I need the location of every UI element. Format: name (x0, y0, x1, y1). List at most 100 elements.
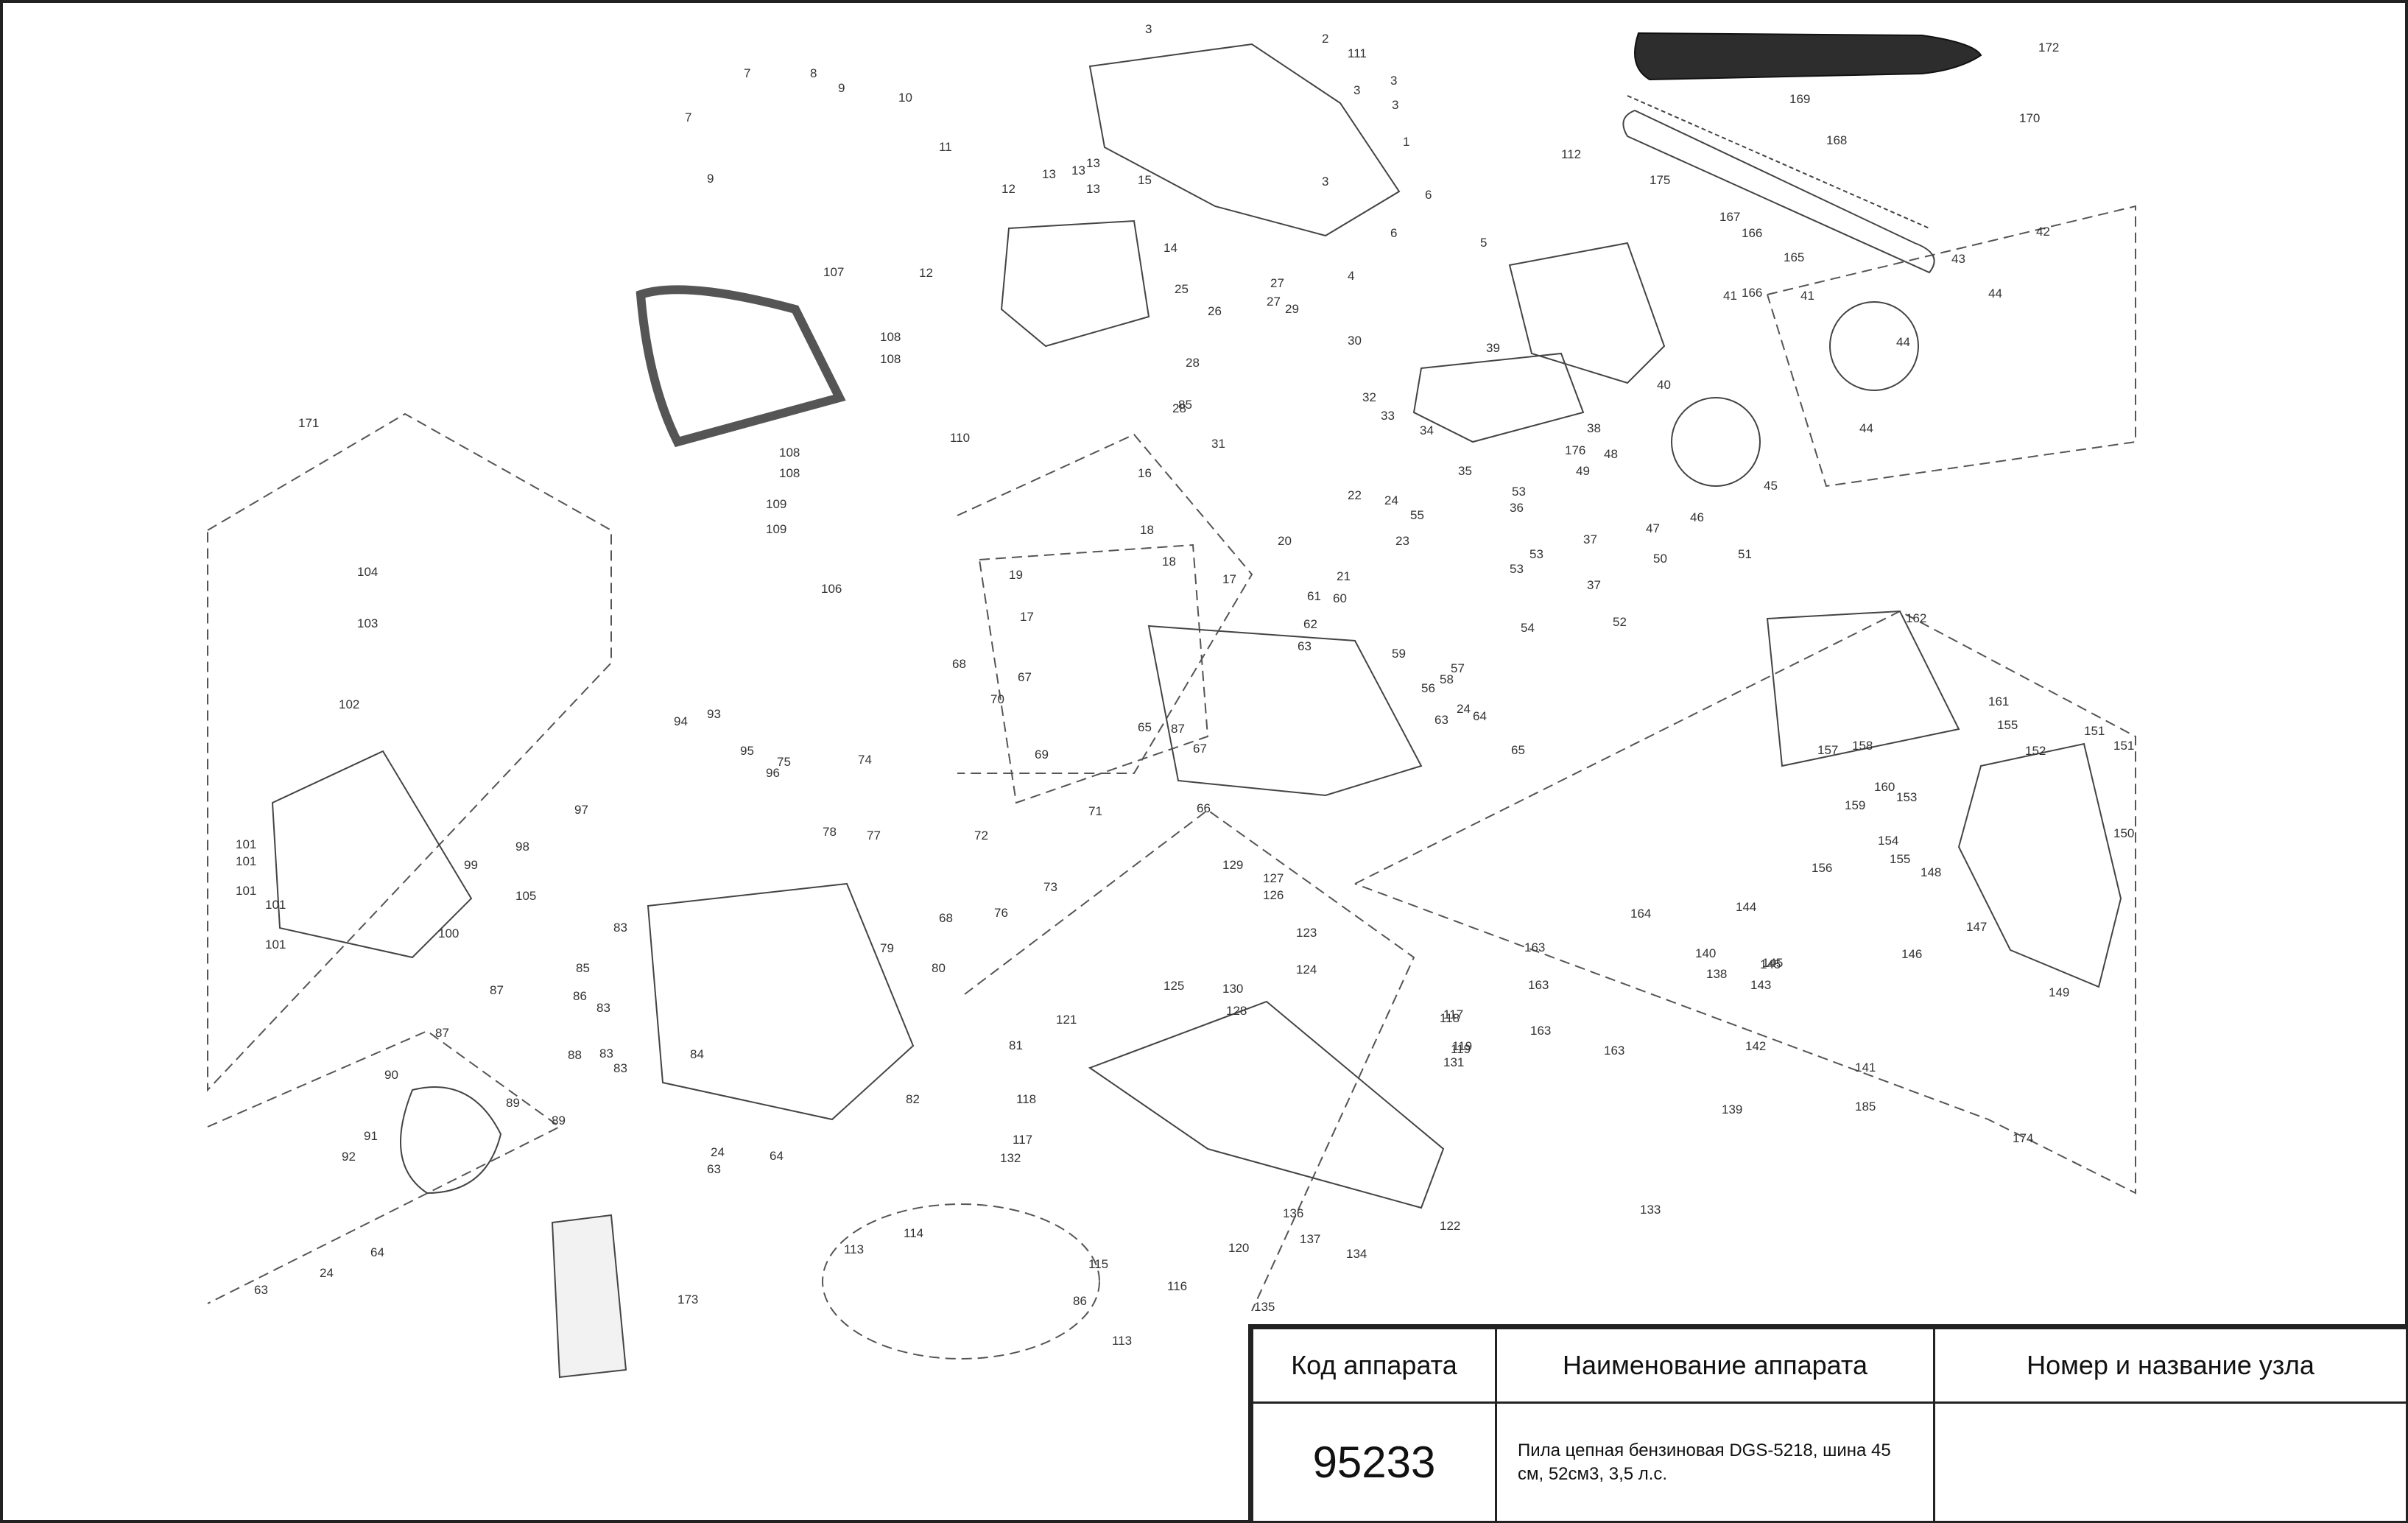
callout-label: 63 (707, 1162, 721, 1176)
callout-label: 152 (2025, 744, 2046, 758)
callout-label: 64 (370, 1245, 384, 1259)
callout-label: 108 (779, 466, 800, 480)
callout-label: 14 (1163, 241, 1177, 255)
callout-label: 6 (1390, 226, 1397, 240)
callout-label: 151 (2113, 739, 2134, 753)
callout-label: 28 (1186, 356, 1200, 370)
callout-label: 85 (576, 961, 590, 975)
callout-label: 165 (1784, 250, 1804, 264)
recoil-starter-housing-shape (271, 750, 473, 959)
callout-label: 86 (1073, 1294, 1087, 1308)
callout-label: 93 (707, 707, 721, 721)
callout-label: 4 (1348, 269, 1354, 283)
callout-label: 87 (435, 1026, 449, 1040)
callout-label: 113 (1112, 1334, 1132, 1348)
header-name: Наименование аппарата (1495, 1327, 1935, 1404)
callout-label: 130 (1222, 982, 1243, 996)
callout-label: 22 (1348, 488, 1362, 502)
callout-label: 18 (1162, 555, 1176, 569)
group-fuel-cap-outline (822, 1203, 1100, 1360)
callout-label: 2 (1322, 32, 1328, 46)
callout-label: 104 (357, 565, 378, 579)
callout-label: 8 (810, 66, 817, 80)
callout-label: 129 (1222, 858, 1243, 872)
callout-label: 131 (1443, 1055, 1464, 1069)
callout-label: 58 (1440, 672, 1454, 686)
callout-label: 113 (844, 1242, 864, 1256)
callout-label: 39 (1486, 341, 1500, 355)
callout-label: 24 (1457, 702, 1471, 716)
callout-label: 166 (1742, 226, 1762, 240)
callout-label: 117 (1013, 1133, 1032, 1147)
callout-label: 185 (1855, 1100, 1876, 1114)
group-crankcase-outline (207, 1030, 561, 1304)
callout-label: 29 (1285, 302, 1299, 316)
title-block-table: Код аппарата Наименование аппарата Номер… (1251, 1327, 2408, 1523)
callout-label: 13 (1042, 167, 1056, 181)
callout-label: 145 (1762, 956, 1783, 970)
callout-label: 42 (2036, 225, 2050, 239)
callout-label: 3 (1145, 22, 1152, 36)
callout-label: 89 (506, 1096, 520, 1110)
callout-label: 90 (384, 1068, 398, 1082)
callout-label: 44 (1896, 335, 1910, 349)
callout-label: 100 (438, 926, 459, 940)
callout-label: 64 (770, 1149, 784, 1163)
callout-label: 168 (1826, 133, 1847, 147)
callout-label: 23 (1395, 534, 1409, 548)
callout-label: 12 (919, 266, 933, 280)
callout-label: 158 (1852, 739, 1873, 753)
callout-label: 101 (236, 837, 256, 851)
callout-label: 109 (766, 522, 786, 536)
callout-label: 83 (613, 921, 627, 935)
callout-label: 175 (1650, 173, 1670, 187)
callout-label: 46 (1690, 510, 1704, 524)
callout-label: 24 (1384, 493, 1398, 507)
crankcase-main-shape (1147, 625, 1423, 797)
clutch-assembly-shape (1829, 301, 1919, 391)
callout-label: 146 (1901, 947, 1922, 961)
callout-label: 123 (1296, 926, 1317, 940)
callout-label: 110 (950, 431, 970, 445)
callout-label: 135 (1254, 1300, 1275, 1314)
callout-label: 63 (1298, 639, 1312, 653)
callout-label: 3 (1322, 175, 1328, 189)
callout-label: 102 (339, 697, 359, 711)
callout-label: 115 (1088, 1257, 1108, 1271)
callout-label: 12 (1001, 182, 1015, 196)
callout-label: 171 (298, 416, 319, 430)
device-code: 95233 (1251, 1401, 1497, 1523)
chain-brake-handle-shape (1766, 610, 1960, 767)
callout-label: 121 (1056, 1013, 1077, 1027)
callout-label: 174 (2013, 1131, 2033, 1145)
node-name (1933, 1401, 2408, 1523)
callout-label: 143 (1750, 978, 1771, 992)
group-carb-outline (979, 544, 1209, 804)
callout-label: 142 (1745, 1039, 1766, 1053)
callout-label: 6 (1425, 188, 1432, 202)
callout-label: 155 (1890, 852, 1910, 866)
group-starter-outline (207, 412, 612, 1092)
callout-label: 40 (1657, 378, 1671, 392)
callout-label: 112 (1561, 147, 1581, 161)
callout-label: 60 (1333, 591, 1347, 605)
callout-label: 101 (265, 898, 286, 912)
callout-label: 138 (1706, 967, 1727, 981)
callout-label: 79 (880, 941, 894, 955)
callout-label: 136 (1283, 1206, 1303, 1220)
callout-label: 53 (1512, 485, 1526, 499)
callout-label: 163 (1604, 1044, 1624, 1058)
group-piston-outline (957, 433, 1253, 774)
callout-label: 54 (1521, 621, 1535, 635)
callout-label: 87 (1171, 722, 1185, 736)
callout-label: 108 (880, 330, 901, 344)
callout-label: 81 (1009, 1038, 1023, 1052)
callout-label: 85 (1178, 398, 1192, 412)
callout-label: 167 (1719, 210, 1740, 224)
clutch-drum-shape (1671, 397, 1761, 487)
callout-label: 50 (1653, 552, 1667, 566)
callout-label: 108 (779, 446, 800, 460)
title-block: Код аппарата Наименование аппарата Номер… (1248, 1324, 2408, 1523)
callout-label: 101 (265, 938, 286, 952)
